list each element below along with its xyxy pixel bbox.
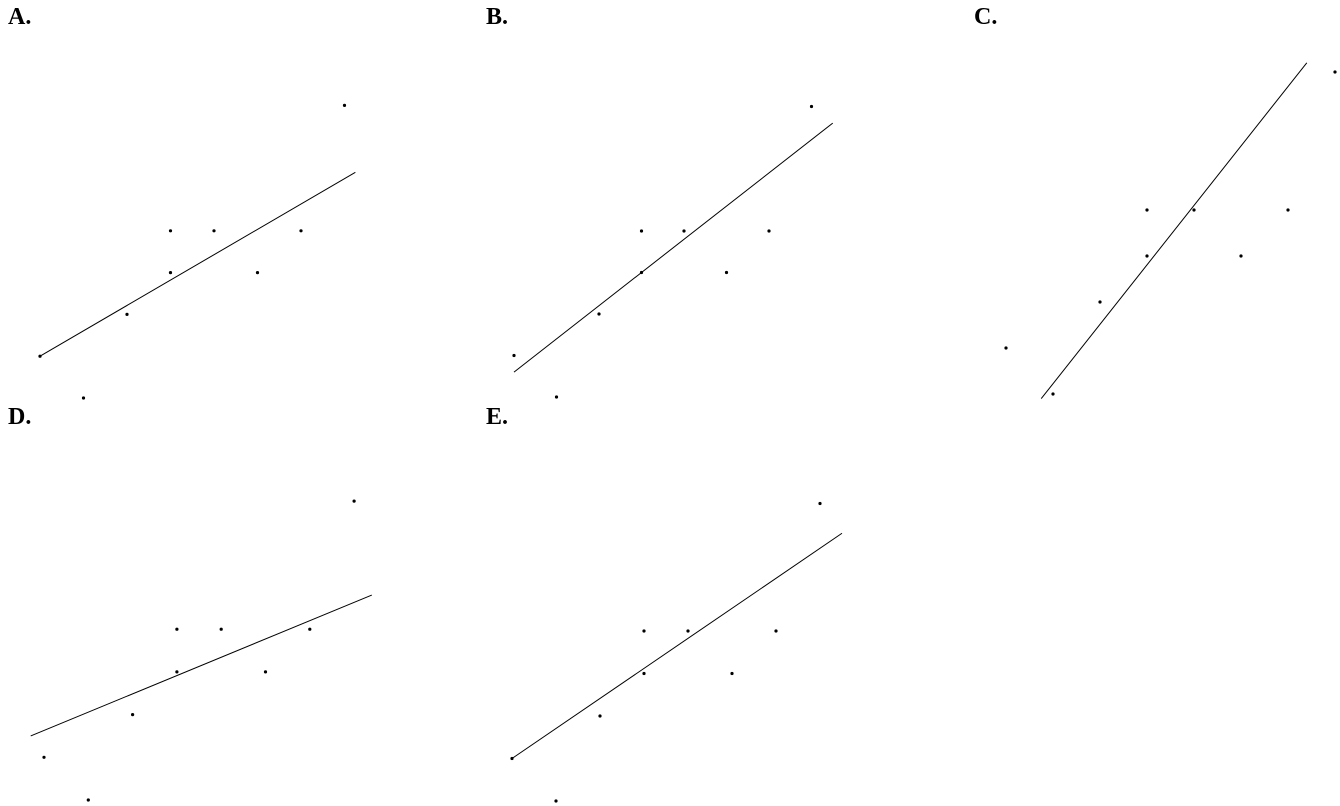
data-point-a-8 — [299, 229, 303, 233]
data-point-b-8 — [767, 229, 771, 233]
data-point-b-2 — [554, 395, 559, 399]
data-point-a-7 — [255, 271, 260, 275]
data-point-d-4 — [175, 670, 179, 674]
chart-panel-a: A. — [0, 0, 440, 400]
data-point-a-4 — [168, 271, 173, 275]
panel-label-b: B. — [486, 4, 509, 30]
data-point-c-9 — [1333, 70, 1337, 74]
data-point-b-9 — [809, 104, 814, 109]
scatter-plot-e — [510, 501, 843, 803]
scatter-plot-c — [1004, 62, 1337, 399]
data-point-c-5 — [1145, 208, 1149, 212]
data-point-e-2 — [554, 799, 558, 803]
trend-line-e — [511, 532, 843, 759]
chart-panel-b: B. — [478, 0, 918, 400]
data-point-d-7 — [263, 670, 268, 674]
data-point-a-1 — [38, 354, 42, 358]
data-point-e-3 — [598, 714, 602, 718]
data-point-d-8 — [308, 627, 312, 631]
scatter-plot-b — [512, 104, 834, 399]
data-point-a-5 — [168, 229, 173, 233]
data-point-e-4 — [642, 671, 646, 676]
data-point-b-7 — [724, 270, 729, 275]
data-point-a-2 — [81, 396, 86, 400]
data-point-c-7 — [1239, 254, 1243, 258]
scatter-plot-d — [30, 499, 373, 802]
data-point-e-1 — [510, 756, 514, 761]
data-point-b-4 — [639, 270, 644, 275]
data-point-b-5 — [639, 229, 644, 233]
data-point-d-9 — [352, 499, 356, 503]
data-point-d-1 — [42, 755, 46, 759]
data-point-d-3 — [131, 713, 135, 717]
data-point-e-8 — [774, 629, 778, 633]
data-point-e-9 — [818, 501, 822, 506]
data-point-c-2 — [1051, 392, 1055, 396]
trend-line-a — [39, 171, 356, 357]
data-point-b-3 — [597, 312, 601, 316]
data-point-b-1 — [512, 353, 516, 358]
data-point-a-9 — [342, 103, 347, 107]
data-point-e-6 — [686, 629, 690, 633]
data-point-e-7 — [730, 671, 734, 676]
data-point-d-2 — [86, 798, 90, 802]
data-point-a-6 — [212, 229, 216, 233]
data-point-c-8 — [1286, 208, 1290, 212]
chart-panel-e: E. — [478, 400, 918, 803]
data-point-c-6 — [1192, 208, 1196, 212]
trend-line-b — [513, 122, 834, 373]
panel-label-a: A. — [8, 4, 32, 30]
scatter-plot-a — [38, 103, 356, 400]
chart-panel-c: C. — [966, 0, 1340, 400]
data-point-d-5 — [175, 627, 179, 631]
trend-line-c — [1040, 62, 1308, 399]
data-point-b-6 — [682, 229, 686, 233]
panel-label-d: D. — [8, 404, 32, 430]
panel-label-e: E. — [486, 404, 509, 430]
data-point-d-6 — [219, 627, 223, 631]
data-point-c-4 — [1145, 254, 1149, 258]
data-point-c-1 — [1004, 346, 1008, 350]
trend-line-d — [30, 594, 373, 737]
data-point-c-3 — [1098, 300, 1102, 304]
data-point-e-5 — [642, 629, 646, 633]
chart-panel-d: D. — [0, 400, 440, 802]
data-point-a-3 — [125, 312, 129, 316]
panel-label-c: C. — [974, 4, 998, 30]
